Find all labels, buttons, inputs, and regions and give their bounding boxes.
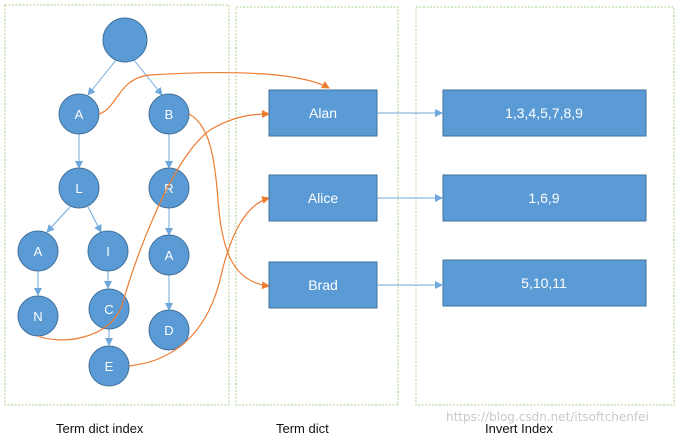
trie-node-b: B: [148, 93, 190, 135]
trie-node-l-label: L: [75, 181, 82, 196]
postings-list: 1,6,9: [528, 190, 559, 206]
trie-node-n-label: N: [33, 309, 42, 324]
term-dict-entries: Alan Alice Brad: [268, 89, 378, 309]
term-box-alan: Alan: [268, 89, 378, 137]
postings-box-brad: 5,10,11: [442, 259, 647, 307]
trie-node-r: R: [148, 167, 190, 209]
term-links: [37, 71, 330, 367]
trie-node-d-label: D: [164, 323, 173, 338]
postings-box-alice: 1,6,9: [442, 174, 647, 222]
trie-node-e-label: E: [105, 359, 114, 374]
edge-l-i: [87, 206, 102, 233]
trie-node-a: A: [58, 93, 100, 135]
trie-node-a2: A: [17, 230, 59, 272]
trie-nodes: A B L R A I A N: [17, 17, 190, 387]
trie-node-a3: A: [148, 234, 190, 276]
trie-node-n: N: [17, 295, 59, 337]
term-dict-index-panel: [4, 4, 230, 406]
link-e-to-alice: [128, 196, 270, 367]
term-dict-index-caption: Term dict index: [56, 421, 144, 436]
invert-index-panel: [415, 6, 675, 406]
postings-box-alan: 1,3,4,5,7,8,9: [442, 89, 647, 137]
term-dict-panel: [235, 6, 399, 406]
edge-root-a: [87, 59, 117, 96]
trie-node-b-label: B: [165, 107, 174, 122]
trie-node-c: C: [88, 288, 130, 330]
term-label: Alan: [309, 105, 337, 121]
trie-node-i-label: I: [106, 244, 110, 259]
term-label: Alice: [308, 190, 339, 206]
trie-node-root: [102, 17, 148, 63]
invert-index-caption: Invert Index: [485, 421, 553, 436]
trie-node-e: E: [88, 345, 130, 387]
trie-node-d: D: [148, 309, 190, 351]
trie-node-a2-label: A: [34, 244, 43, 259]
term-box-alice: Alice: [268, 174, 378, 222]
link-a-to-alan: [98, 71, 330, 115]
trie-node-a-label: A: [75, 107, 84, 122]
watermark-text: https://blog.csdn.net/itsoftchenfei: [446, 410, 649, 424]
term-box-brad: Brad: [268, 261, 378, 309]
trie-edges: [34, 59, 173, 346]
term-label: Brad: [308, 277, 338, 293]
trie-node-l: L: [58, 167, 100, 209]
term-dict-caption: Term dict: [276, 421, 329, 436]
posting-arrows: [377, 109, 443, 289]
edge-root-b: [133, 59, 163, 96]
trie-node-r-label: R: [164, 181, 173, 196]
invert-index-entries: 1,3,4,5,7,8,9 1,6,9 5,10,11: [442, 89, 647, 307]
trie-node-i: I: [87, 230, 129, 272]
trie-node-a3-label: A: [165, 248, 174, 263]
postings-list: 5,10,11: [521, 275, 567, 291]
link-n-to-alan: [37, 110, 270, 341]
trie-node-c-label: C: [104, 302, 113, 317]
link-b-to-brad: [188, 113, 270, 290]
postings-list: 1,3,4,5,7,8,9: [505, 105, 583, 121]
edge-l-a2: [46, 206, 71, 233]
